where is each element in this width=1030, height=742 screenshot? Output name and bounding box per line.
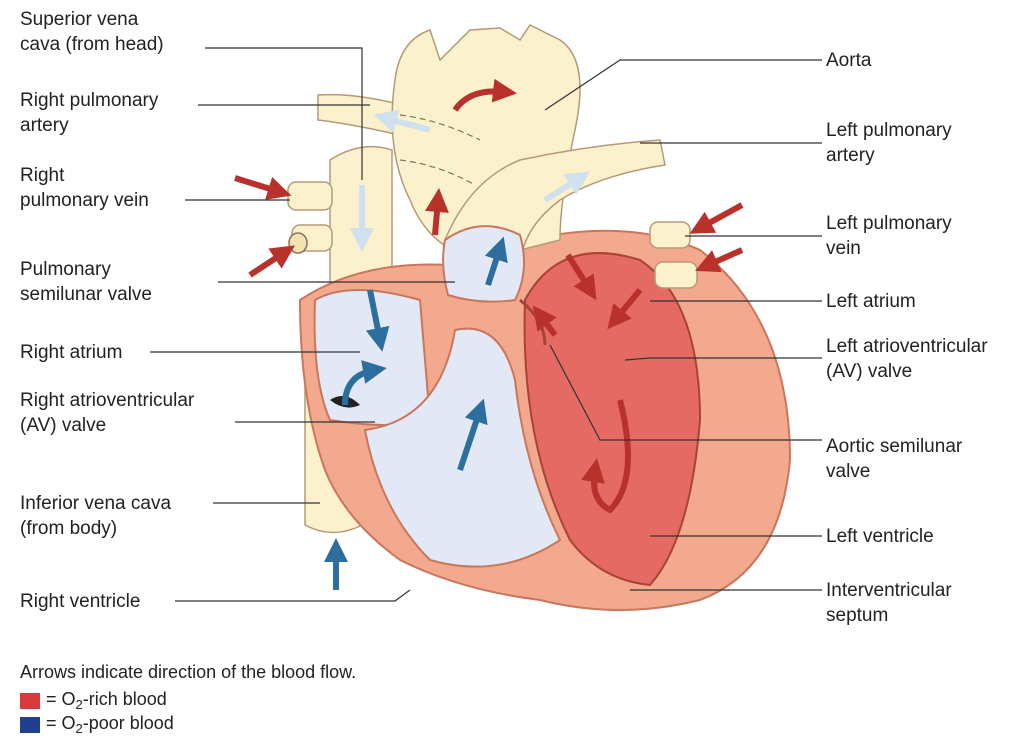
label-aorta: Aorta (826, 48, 871, 73)
legend-swatch-rich (20, 693, 40, 709)
label-left-pulmonary-artery: Left pulmonary artery (826, 118, 952, 168)
legend-swatch-poor (20, 717, 40, 733)
label-right-pulmonary-artery: Right pulmonary artery (20, 88, 158, 138)
label-right-ventricle: Right ventricle (20, 589, 140, 614)
label-right-atrium: Right atrium (20, 340, 122, 365)
legend-rich-text: = O2-rich blood (46, 689, 167, 712)
legend-poor-text: = O2-poor blood (46, 713, 174, 736)
flow-arrow-right-pulmonary-vein-lower (250, 252, 285, 275)
label-inferior-vena-cava: Inferior vena cava (from body) (20, 491, 171, 541)
label-right-pulmonary-vein: Right pulmonary vein (20, 163, 149, 213)
right-pulmonary-vein-upper (288, 182, 332, 210)
label-aortic-semilunar-valve: Aortic semilunar valve (826, 434, 962, 484)
legend-oxygen-poor: = O2-poor blood (20, 713, 174, 736)
flow-arrow-right-pulmonary-vein-upper (235, 178, 280, 192)
label-left-pulmonary-vein: Left pulmonary vein (826, 211, 952, 261)
label-right-av-valve: Right atrioventricular (AV) valve (20, 388, 194, 438)
label-left-ventricle: Left ventricle (826, 524, 934, 549)
label-pulmonary-semilunar-valve: Pulmonary semilunar valve (20, 257, 152, 307)
pulmonary-valve-area (443, 226, 524, 302)
right-pulmonary-vein-lower (289, 225, 332, 253)
legend-caption: Arrows indicate direction of the blood f… (20, 662, 356, 683)
left-pulmonary-vein-upper (650, 222, 690, 248)
left-pulmonary-vein-lower (655, 262, 697, 288)
label-interventricular-septum: Interventricular septum (826, 578, 952, 628)
label-left-atrium: Left atrium (826, 289, 916, 314)
legend-oxygen-rich: = O2-rich blood (20, 689, 167, 712)
flow-arrow-left-pulmonary-vein-upper (700, 205, 742, 228)
label-superior-vena-cava: Superior vena cava (from head) (20, 7, 164, 57)
label-left-av-valve: Left atrioventricular (AV) valve (826, 334, 988, 384)
flow-arrow-left-pulmonary-vein-lower (706, 250, 742, 266)
flow-arrow-aorta-ascending (435, 200, 438, 235)
